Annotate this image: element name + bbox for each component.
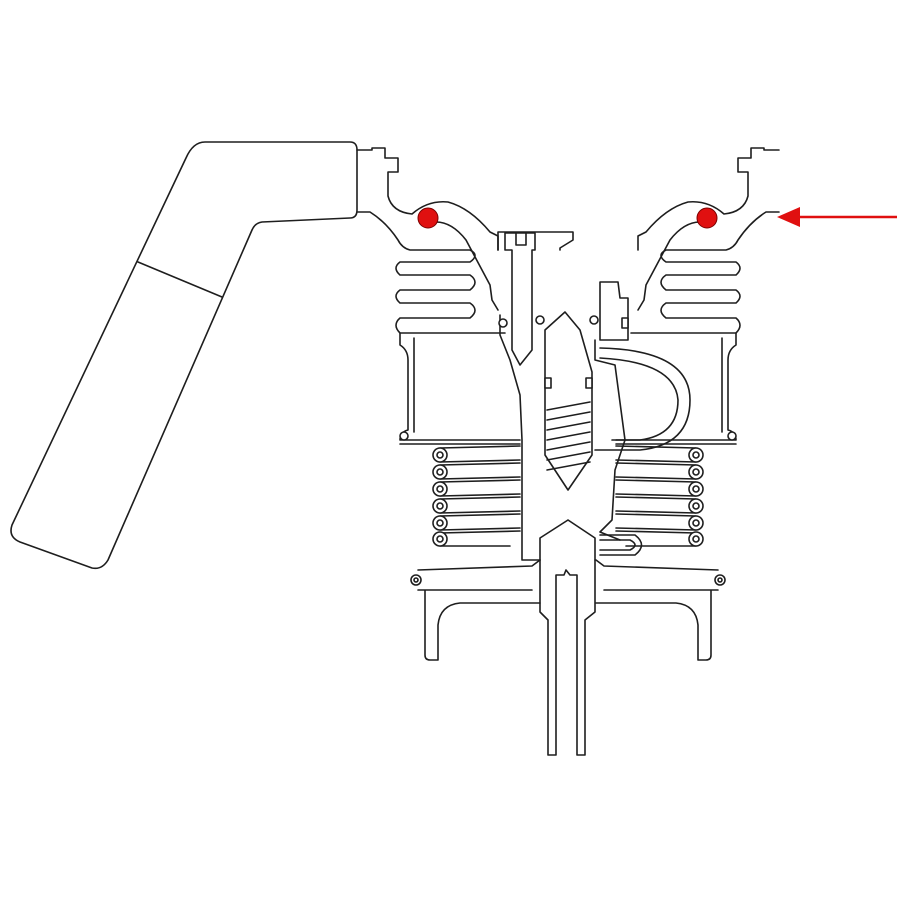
valve-cap-right (599, 281, 629, 341)
bowl-inner-left (435, 221, 499, 311)
plunger-notch-r (585, 377, 593, 389)
o-ring-left-highlight (417, 207, 439, 229)
outlet-stem (539, 559, 596, 756)
bolt (504, 232, 536, 366)
housing-left-half (356, 147, 541, 661)
center-mechanism (497, 231, 691, 756)
housing-box-left (399, 332, 521, 441)
pointer-arrow-icon (777, 207, 897, 227)
housing-outer-left (356, 211, 506, 334)
handle-grip-divider (137, 261, 223, 298)
coil-left (432, 445, 521, 547)
plunger (544, 311, 593, 491)
bolt-head-slot (515, 232, 527, 246)
center-body-left (499, 314, 541, 561)
lower-loop (599, 534, 643, 556)
housing-right-half (595, 147, 780, 661)
center-body-right (594, 339, 626, 541)
center-chevron (539, 519, 596, 561)
plunger-notch-l (544, 377, 552, 389)
small-ring (589, 315, 599, 325)
cap-seal (621, 317, 629, 329)
handle-outline (10, 141, 358, 570)
top-plate (497, 231, 574, 251)
base-seal-inner (413, 577, 419, 583)
o-ring-right-highlight (696, 207, 718, 229)
base-left (417, 559, 541, 661)
spring (546, 401, 591, 471)
seal-ring-small (399, 431, 409, 441)
small-ring (498, 318, 508, 328)
small-ring (535, 315, 545, 325)
top-flange-left (356, 147, 499, 251)
handle (10, 141, 358, 570)
bypass-tube (594, 347, 691, 451)
